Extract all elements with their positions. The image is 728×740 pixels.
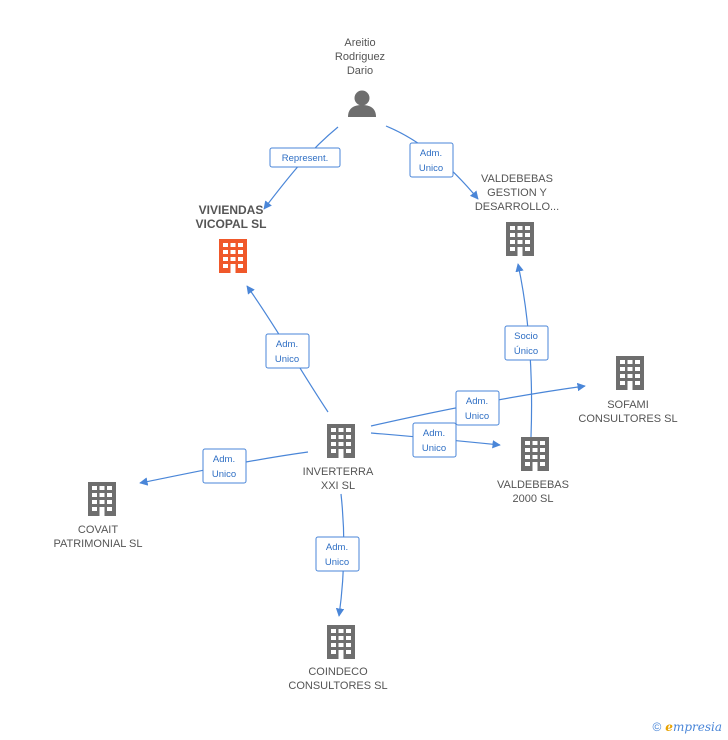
building-icon: [616, 356, 644, 390]
label-line: Dario: [347, 65, 373, 77]
label-line: Socio: [514, 331, 538, 342]
brand-watermark: ©empresia: [652, 720, 722, 734]
node-coindeco[interactable]: COINDECO CONSULTORES SL: [288, 625, 388, 692]
node-inverterra[interactable]: INVERTERRA XXI SL: [303, 424, 374, 492]
svg-text:Adm.Unico: Adm. Unico: [275, 339, 299, 365]
label-line: CONSULTORES SL: [578, 413, 677, 425]
label-line: CONSULTORES SL: [288, 680, 387, 692]
label-line: Unico: [465, 411, 489, 422]
label-line: Adm.: [213, 454, 235, 465]
building-icon: [521, 437, 549, 471]
label-line: SOFAMI: [607, 399, 649, 411]
svg-text:Represent.: Represent.: [282, 153, 328, 164]
valdebebas-2000-label: VALDEBEBAS 2000 SL: [497, 479, 569, 505]
label-line: INVERTERRA: [303, 466, 374, 478]
building-icon: [327, 625, 355, 659]
svg-text:Adm.Unico: Adm. Unico: [422, 428, 446, 454]
label-line: Areitio: [344, 37, 375, 49]
label-line: PATRIMONIAL SL: [53, 538, 142, 550]
label-line: Unico: [275, 354, 299, 365]
label-line: DESARROLLO...: [475, 201, 559, 213]
edge-label-adm-person-valdebebas[interactable]: Adm. Unico: [409, 142, 454, 178]
brand-initial: e: [665, 720, 673, 734]
edge-label-adm-inverterra-sofami[interactable]: Adm. Unico: [455, 390, 500, 426]
node-valdebebas-2000[interactable]: VALDEBEBAS 2000 SL: [497, 437, 569, 505]
label-line: XXI SL: [321, 480, 355, 492]
person-icon: [348, 90, 376, 117]
label-line: VALDEBEBAS: [497, 479, 569, 491]
edge-person-viviendas: [263, 126, 339, 210]
label-line: VALDEBEBAS: [481, 173, 553, 185]
inverterra-label: INVERTERRA XXI SL: [303, 466, 374, 492]
building-icon: [88, 482, 116, 516]
label-line: Adm.: [326, 542, 348, 553]
building-icon: [327, 424, 355, 458]
label-line: Adm.: [276, 339, 298, 350]
node-sofami[interactable]: SOFAMI CONSULTORES SL: [578, 356, 678, 425]
label-line: COVAIT: [78, 524, 118, 536]
label-line: Adm.: [466, 396, 488, 407]
label-line: Represent.: [282, 153, 328, 164]
svg-text:Adm.Unico: Adm. Unico: [419, 148, 443, 174]
covait-label: COVAIT PATRIMONIAL SL: [53, 524, 142, 550]
label-line: Rodriguez: [335, 51, 385, 63]
label-line: VIVIENDAS: [199, 203, 264, 217]
edge-label-adm-inverterra-valdebebas2000[interactable]: Adm. Unico: [412, 422, 457, 458]
label-line: Unico: [419, 163, 443, 174]
node-covait[interactable]: COVAIT PATRIMONIAL SL: [53, 482, 143, 550]
svg-text:Adm.Unico: Adm. Unico: [212, 454, 236, 480]
label-line: Unico: [325, 557, 349, 568]
label-line: Unico: [422, 443, 446, 454]
brand-name: mpresia: [672, 720, 722, 734]
building-icon: [506, 222, 534, 256]
label-line: Unico: [212, 469, 236, 480]
svg-text:Adm.Unico: Adm. Unico: [325, 542, 349, 568]
edges: [139, 125, 586, 617]
coindeco-label: COINDECO CONSULTORES SL: [288, 666, 387, 692]
node-valdebebas-gestion[interactable]: VALDEBEBAS GESTION Y DESARROLLO...: [475, 173, 559, 256]
edge-label-represent[interactable]: Represent.: [269, 147, 341, 168]
label-line: 2000 SL: [513, 493, 554, 505]
svg-text:Adm.Unico: Adm. Unico: [465, 396, 489, 422]
label-line: COINDECO: [308, 666, 368, 678]
label-line: Único: [514, 346, 538, 357]
sofami-label: SOFAMI CONSULTORES SL: [578, 399, 677, 425]
valdebebas-gestion-label: VALDEBEBAS GESTION Y DESARROLLO...: [475, 173, 559, 213]
label-line: GESTION Y: [487, 187, 547, 199]
label-line: VICOPAL SL: [196, 217, 267, 231]
building-icon: [219, 239, 247, 273]
copyright-symbol: ©: [652, 720, 662, 734]
edge-label-adm-inverterra-viviendas[interactable]: Adm. Unico: [265, 333, 310, 369]
edge-label-adm-inverterra-covait[interactable]: Adm. Unico: [202, 448, 247, 484]
edge-label-adm-inverterra-coindeco[interactable]: Adm. Unico: [315, 536, 360, 572]
label-line: Adm.: [420, 148, 442, 159]
label-line: Adm.: [423, 428, 445, 439]
